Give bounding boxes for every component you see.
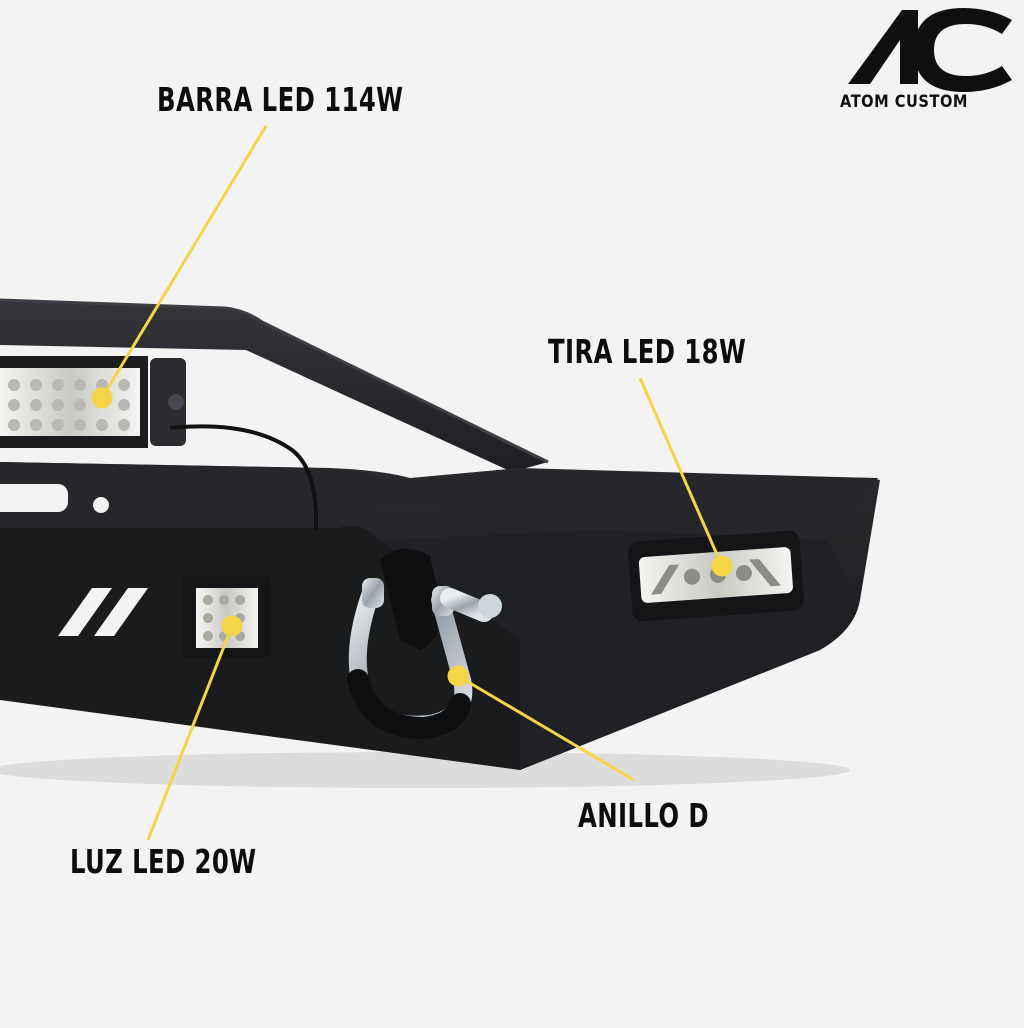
label-light-bar: BARRA LED 114W bbox=[157, 80, 404, 119]
bumper-hole bbox=[93, 497, 109, 513]
pod-light bbox=[182, 576, 270, 658]
label-d-ring: ANILLO D bbox=[578, 796, 709, 835]
label-pod-light: LUZ LED 20W bbox=[70, 842, 257, 881]
led-strip bbox=[628, 530, 804, 622]
brand-name: ATOM CUSTOM bbox=[840, 92, 968, 112]
power-cable bbox=[169, 424, 319, 531]
floor-shadow bbox=[0, 752, 850, 788]
stripe-1 bbox=[58, 588, 112, 636]
bumper-slot bbox=[0, 484, 68, 512]
label-led-strip: TIRA LED 18W bbox=[548, 332, 747, 371]
bumper-top-face bbox=[0, 462, 878, 548]
d-ring-shackle bbox=[347, 548, 502, 740]
leader-lines bbox=[91, 125, 733, 841]
light-bar bbox=[0, 356, 186, 448]
bumper-hoop bbox=[0, 300, 548, 472]
stripe-2 bbox=[94, 588, 148, 636]
ac-monogram-icon bbox=[848, 8, 1012, 92]
